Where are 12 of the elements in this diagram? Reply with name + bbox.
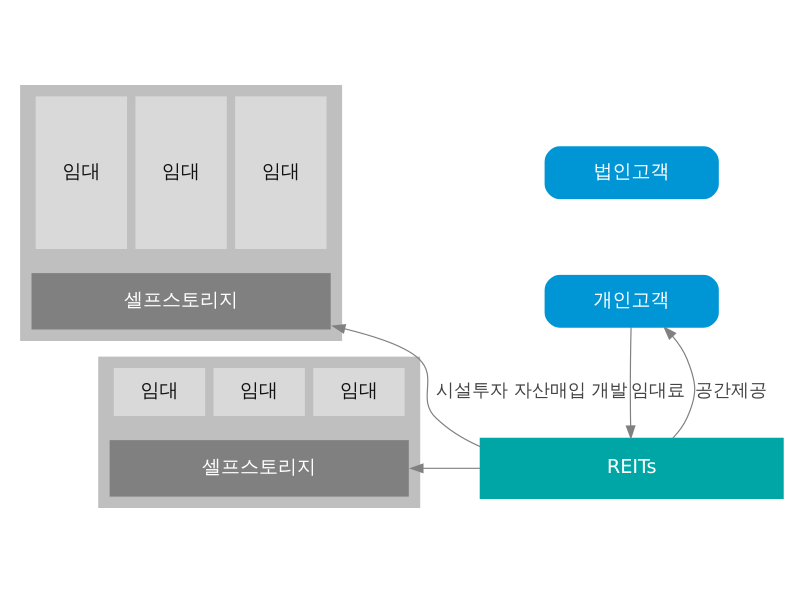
cluster: [20, 85, 342, 341]
arrow: [663, 326, 696, 439]
cluster: [98, 356, 420, 508]
node-box: 법인고객: [544, 146, 719, 200]
edge-label: 공간제공: [694, 380, 767, 402]
node-box: REITs: [480, 438, 784, 499]
edge-label: 시설투자 자산매입 개발: [436, 380, 628, 402]
arrow: [626, 327, 636, 440]
arrow: [331, 324, 481, 448]
node-box: 개인고객: [544, 274, 719, 328]
edge-label: 임대료: [631, 380, 686, 402]
arrow: [409, 463, 480, 474]
